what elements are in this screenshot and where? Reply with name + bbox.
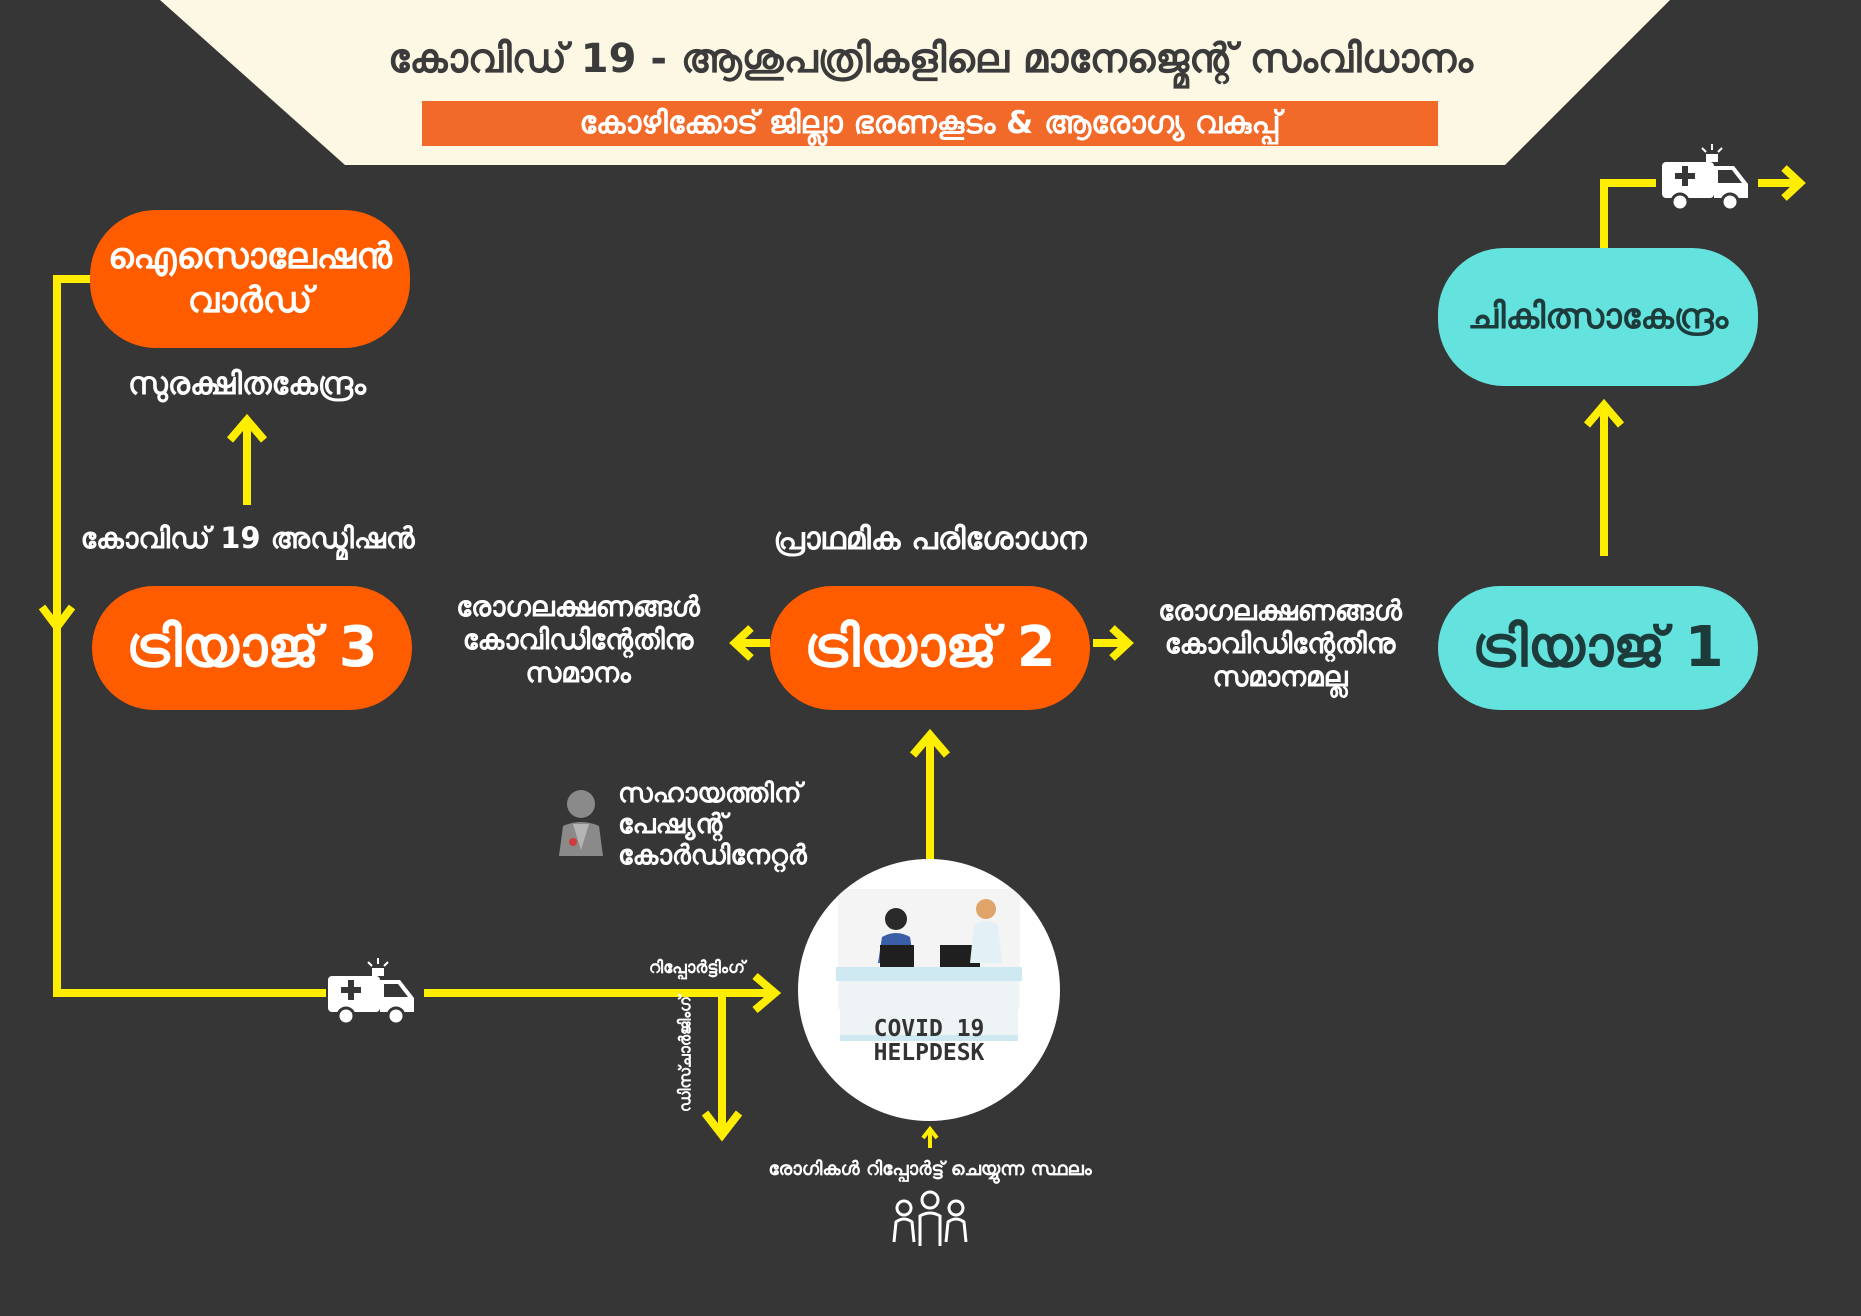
coordinator-icon	[559, 790, 603, 856]
helpdesk-illustration	[836, 889, 1022, 1041]
patient-coordinator-label: സഹായത്തിന് പേഷ്യന്റ് കോർഡിനേറ്റർ	[618, 778, 807, 871]
triage1-up-arrowhead	[1583, 398, 1625, 428]
treatment-center-node: ചികിത്സാകേന്ദ്രം	[1438, 248, 1758, 386]
triage1-node: ട്രിയാജ് 1	[1438, 586, 1758, 710]
to-triage1-arrowhead	[1109, 625, 1134, 661]
reporting-arrowhead	[752, 972, 782, 1014]
exit-line	[1600, 179, 1656, 250]
ambulance-icon	[1662, 144, 1748, 212]
reporting-label: റിപ്പോർട്ടിംഗ്	[648, 958, 745, 978]
ambulance-icon	[328, 958, 414, 1026]
page-subtitle: കോഴിക്കോട് ജില്ലാ ഭരണകൂടം & ആരോഗ്യ വകുപ്…	[422, 101, 1438, 146]
discharge-label: ഡിസ്ചാർജിംഗ്	[675, 995, 695, 1113]
patients-up-arrowhead	[921, 1125, 939, 1140]
to-triage3-arrowhead	[729, 625, 754, 661]
left-loop-arrowhead	[38, 604, 76, 634]
people-icon	[892, 1190, 968, 1246]
helpdesk-label: COVID 19 HELPDESK	[873, 1016, 985, 1066]
left-loop-line	[53, 275, 326, 997]
covid-helpdesk: COVID 19 HELPDESK	[798, 859, 1060, 1121]
page-title: കോവിഡ് 19 - ആശുപത്രികളിലെ മാനേജ്മെന്റ് സ…	[388, 36, 1473, 82]
helpdesk-up-arrowhead	[909, 728, 951, 758]
triage3-node: ട്രിയാജ് 3	[92, 586, 412, 710]
symptoms-not-similar-label: രോഗലക്ഷണങ്ങൾ കോവിഡിന്റേതിനു സമാനമല്ല	[1158, 594, 1402, 693]
admission-up-arrowhead	[226, 413, 268, 443]
primary-exam-label: പ്രാഥമിക പരിശോധന	[773, 521, 1087, 557]
discharge-arrowhead	[701, 1110, 743, 1142]
triage2-node: ട്രിയാജ് 2	[770, 586, 1090, 710]
safe-center-label: സുരക്ഷിതകേന്ദ്രം	[128, 366, 366, 402]
covid-admission-label: കോവിഡ് 19 അഡ്മിഷൻ	[80, 521, 415, 555]
patients-report-place-label: രോഗികൾ റിപ്പോർട്ട് ചെയ്യുന്ന സ്ഥലം	[768, 1158, 1092, 1180]
symptoms-similar-label: രോഗലക്ഷണങ്ങൾ കോവിഡിന്റേതിനു സമാനം	[456, 590, 700, 689]
exit-arrowhead	[1781, 165, 1806, 201]
isolation-ward-node: ഐസൊലേഷൻ വാർഡ്	[90, 210, 410, 348]
